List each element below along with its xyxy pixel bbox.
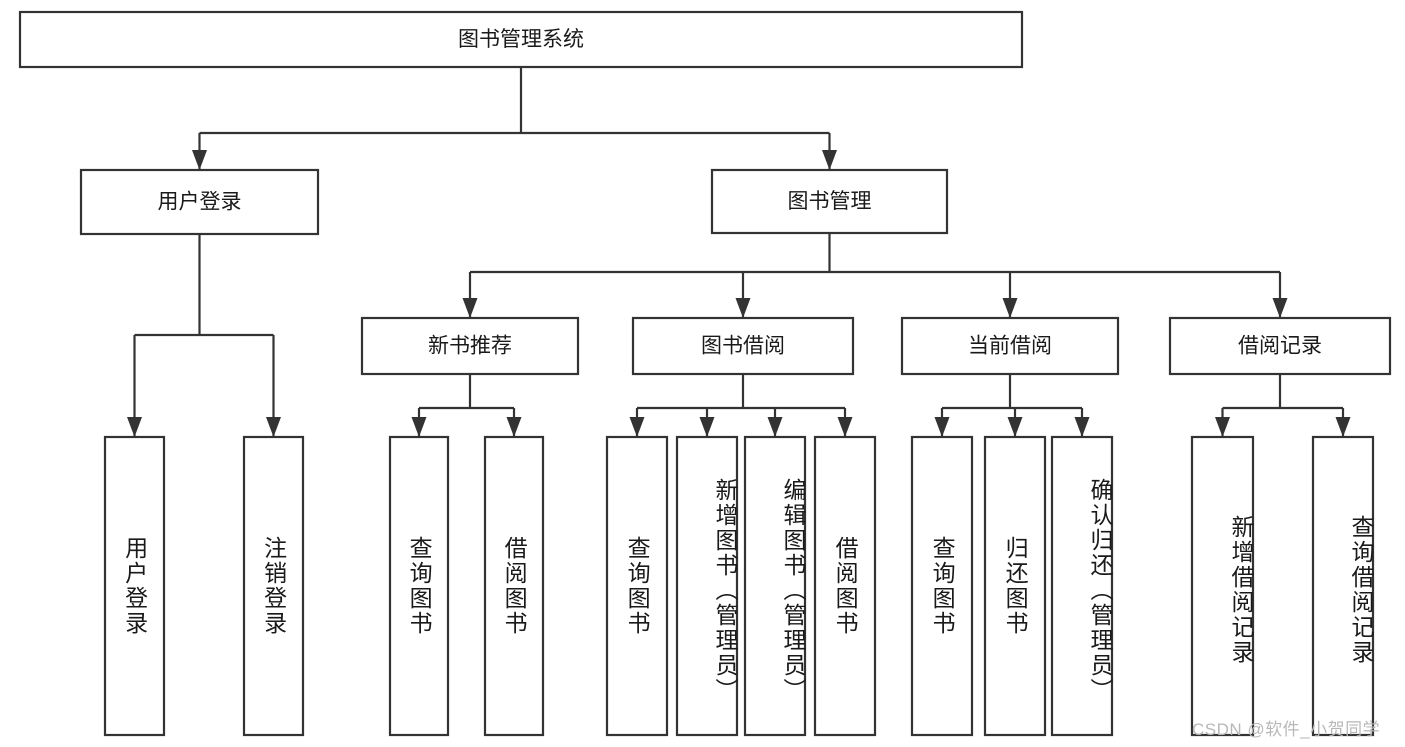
- leaf-node[interactable]: [103, 435, 166, 737]
- leaf-node[interactable]: [1311, 435, 1375, 737]
- level2-node-1[interactable]: 图书管理: [710, 168, 949, 235]
- leaf-node[interactable]: [605, 435, 669, 737]
- node-label: 图书借阅: [701, 335, 785, 358]
- level2-node-0[interactable]: 用户登录: [79, 168, 320, 236]
- leaf-node[interactable]: [1050, 435, 1114, 737]
- node-label: 当前借阅: [968, 335, 1052, 358]
- level3-node-0[interactable]: 新书推荐: [360, 316, 580, 376]
- node-label: 图书管理系统: [458, 28, 584, 51]
- csdn-watermark: CSDN @软件_小贺同学: [1192, 720, 1381, 739]
- level3-node-2[interactable]: 当前借阅: [900, 316, 1120, 376]
- node-label: 借阅记录: [1238, 335, 1322, 358]
- leaf-node[interactable]: [483, 435, 545, 737]
- leaf-node[interactable]: [388, 435, 450, 737]
- leaf-node[interactable]: [910, 435, 974, 737]
- leaf-node[interactable]: [813, 435, 877, 737]
- leaf-node[interactable]: [675, 435, 739, 737]
- node-label: 用户登录: [158, 191, 242, 214]
- leaf-node[interactable]: [1190, 435, 1255, 737]
- root-node[interactable]: 图书管理系统: [18, 10, 1024, 69]
- leaf-node[interactable]: [743, 435, 807, 737]
- leaf-node[interactable]: [242, 435, 305, 737]
- level3-node-1[interactable]: 图书借阅: [631, 316, 855, 376]
- connector-lines: [127, 67, 1351, 437]
- node-label: 新书推荐: [428, 335, 512, 358]
- node-label: 图书管理: [788, 190, 872, 213]
- leaf-node[interactable]: [983, 435, 1047, 737]
- level3-node-3[interactable]: 借阅记录: [1168, 316, 1392, 376]
